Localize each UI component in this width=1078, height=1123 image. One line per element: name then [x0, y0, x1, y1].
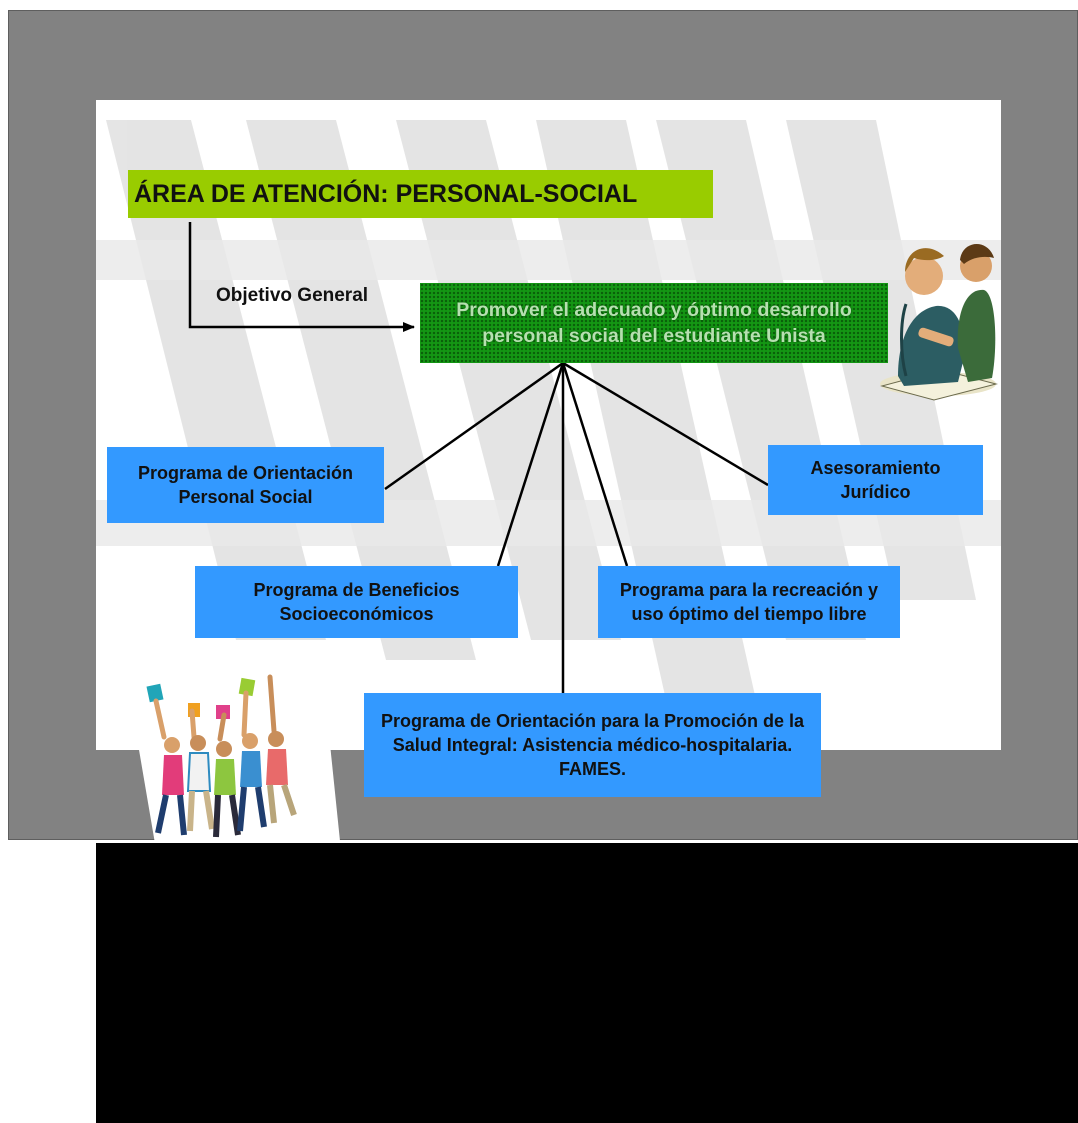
general-goal-box: Promover el adecuado y óptimo desarrollo…	[420, 283, 888, 363]
students-studying-image	[880, 243, 998, 401]
connector-orientation	[384, 361, 564, 491]
program-orientacion-personal-social: Programa de Orientación Personal Social	[107, 447, 384, 523]
objective-arrow	[188, 222, 415, 332]
area-title: ÁREA DE ATENCIÓN: PERSONAL-SOCIAL	[128, 170, 713, 218]
connector-juridico	[562, 361, 769, 487]
objective-label: Objetivo General	[216, 285, 369, 306]
program-beneficios-socioeconomicos: Programa de Beneficios Socioeconómicos	[195, 566, 518, 638]
black-footer-bar	[96, 843, 1078, 1123]
program-salud-integral: Programa de Orientación para la Promoció…	[364, 693, 821, 797]
connector-beneficios	[496, 362, 565, 567]
program-asesoramiento-juridico: Asesoramiento Jurídico	[768, 445, 983, 515]
program-recreacion: Programa para la recreación y uso óptimo…	[598, 566, 900, 638]
connector-recreacion	[561, 362, 629, 567]
jumping-students-image	[130, 647, 340, 873]
